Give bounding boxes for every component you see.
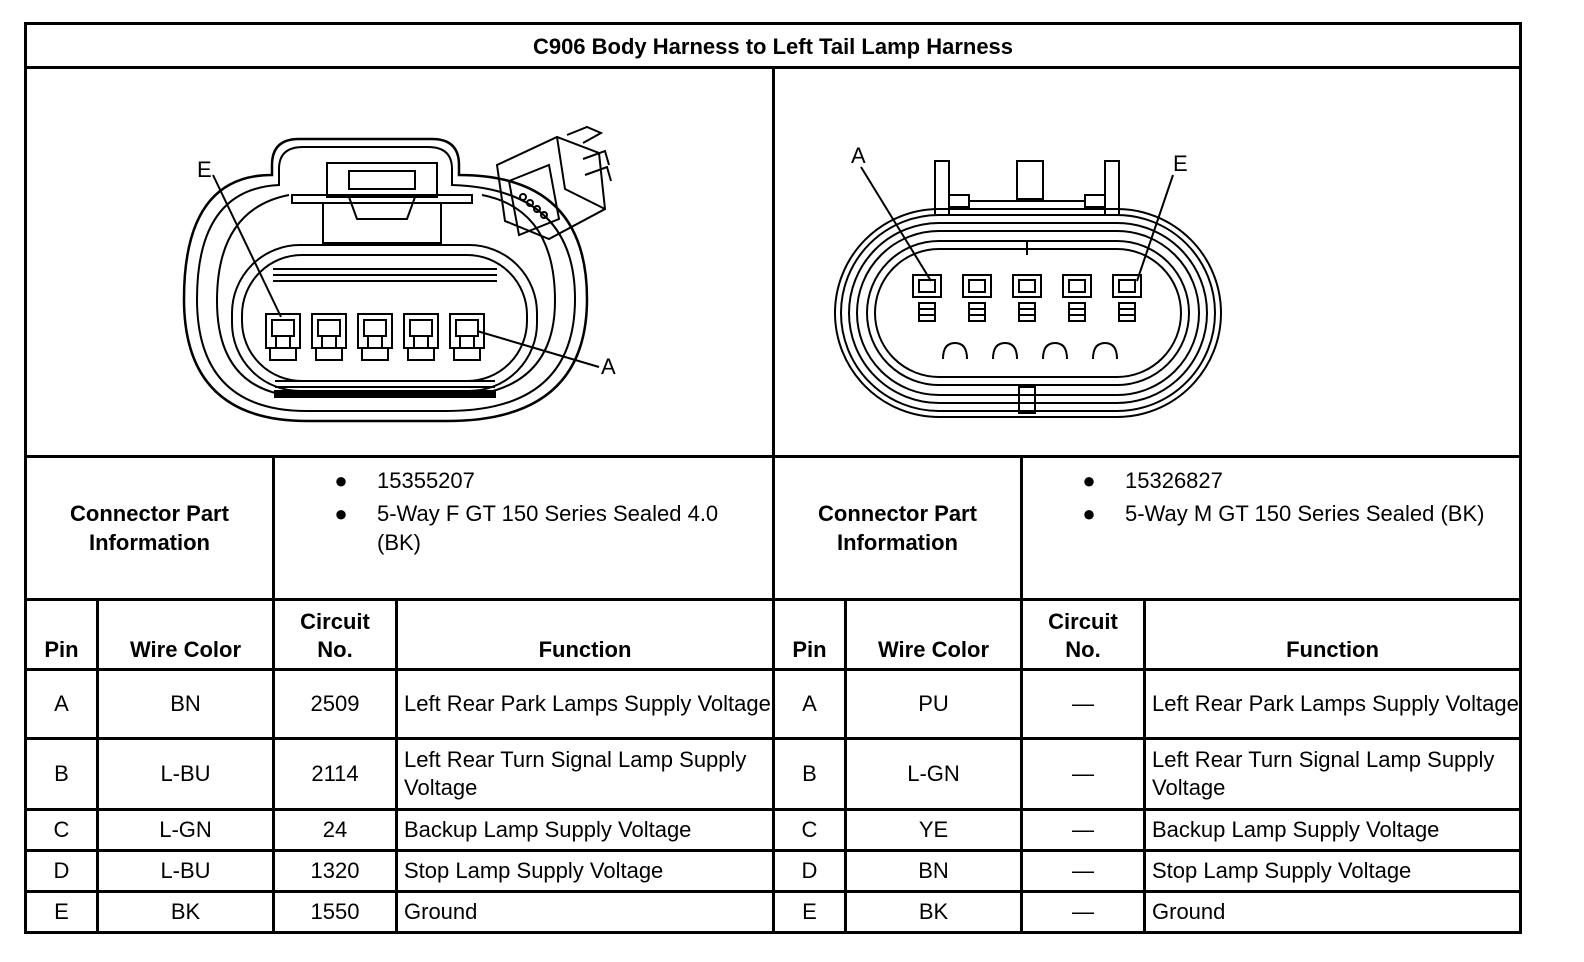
wire-color-cell: L-BU (160, 858, 211, 883)
header-wire-color: Wire Color (129, 637, 242, 662)
divider (1020, 598, 1023, 931)
pin-cell: E (54, 899, 69, 924)
wire-color-cell: L-GN (907, 761, 960, 786)
male-pin-terminals (912, 274, 1142, 322)
function-cell: Stop Lamp Supply Voltage (1152, 858, 1412, 883)
divider (844, 598, 847, 931)
left-pin-label-e: E (197, 157, 212, 182)
function-cell: Stop Lamp Supply Voltage (404, 858, 664, 883)
divider (1143, 598, 1146, 931)
circuit-cell: — (1072, 858, 1094, 883)
pin-cell: C (53, 817, 70, 842)
circuit-cell: 2509 (310, 691, 360, 716)
male-connector-illustration: A E (834, 143, 1222, 418)
divider (272, 598, 275, 931)
function-cell: Left Rear Park Lamps Supply Voltage (404, 691, 771, 716)
wire-color-cell: BN (918, 858, 949, 883)
divider (395, 598, 398, 931)
wire-color-cell: BN (170, 691, 201, 716)
function-cell: Ground (1152, 899, 1226, 924)
bullet-icon: ● (1082, 501, 1096, 526)
pin-cell: A (802, 691, 817, 716)
wire-color-cell: BK (918, 899, 949, 924)
bullet-icon: ● (1082, 468, 1096, 493)
right-pin-label-a: A (851, 143, 866, 168)
right-pin-label-e: E (1173, 151, 1188, 176)
pin-cell: B (54, 761, 69, 786)
pin-cell: A (54, 691, 69, 716)
pin-cell: D (801, 858, 818, 883)
list-item: ●5-Way M GT 150 Series Sealed (BK) (1075, 499, 1515, 528)
pin-cell: C (801, 817, 818, 842)
circuit-cell: 24 (322, 817, 348, 842)
wire-color-cell: PU (918, 691, 949, 716)
divider (96, 598, 99, 931)
wire-color-cell: L-BU (160, 761, 211, 786)
list-item: ●15355207 (327, 466, 767, 495)
left-connector-part-label: Connector Part Information (70, 501, 229, 555)
header-function: Function (1286, 637, 1379, 662)
divider (1020, 455, 1023, 601)
divider (772, 66, 775, 931)
right-part-info-list: ●15326827 ●5-Way M GT 150 Series Sealed … (1075, 466, 1515, 528)
female-connector-illustration: E A (182, 125, 616, 423)
function-cell: Left Rear Turn Signal Lamp Supply Voltag… (404, 747, 747, 800)
wire-color-cell: BK (170, 899, 201, 924)
header-pin: Pin (792, 637, 827, 662)
circuit-cell: 1320 (310, 858, 360, 883)
circuit-cell: — (1072, 761, 1094, 786)
list-item: ●5-Way F GT 150 Series Sealed 4.0 (BK) (327, 499, 767, 557)
header-pin: Pin (44, 637, 79, 662)
function-cell: Left Rear Park Lamps Supply Voltage (1152, 691, 1519, 716)
sheet-title: C906 Body Harness to Left Tail Lamp Harn… (532, 34, 1014, 59)
wire-color-cell: YE (918, 817, 949, 842)
function-cell: Backup Lamp Supply Voltage (1152, 817, 1440, 842)
connector-sheet: C906 Body Harness to Left Tail Lamp Harn… (24, 22, 1522, 934)
pin-cell: D (53, 858, 70, 883)
header-circuit: Circuit No. (1048, 609, 1118, 662)
right-connector-part-label: Connector Part Information (818, 501, 977, 555)
left-part-info-list: ●15355207 ●5-Way F GT 150 Series Sealed … (327, 466, 767, 557)
header-wire-color: Wire Color (877, 637, 990, 662)
function-cell: Backup Lamp Supply Voltage (404, 817, 692, 842)
left-pin-label-a: A (601, 354, 616, 379)
circuit-cell: — (1072, 691, 1094, 716)
pin-cell: E (802, 899, 817, 924)
function-cell: Left Rear Turn Signal Lamp Supply Voltag… (1152, 747, 1495, 800)
circuit-cell: — (1072, 817, 1094, 842)
list-item: ●15326827 (1075, 466, 1515, 495)
wire-color-cell: L-GN (159, 817, 212, 842)
circuit-cell: 2114 (311, 761, 359, 786)
female-pin-cavities (265, 313, 485, 361)
bullet-icon: ● (334, 468, 348, 493)
bullet-icon: ● (334, 501, 348, 526)
function-cell: Ground (404, 899, 478, 924)
header-function: Function (538, 637, 632, 662)
connector-thumbnail (495, 125, 612, 241)
divider (272, 455, 275, 601)
pin-cell: B (802, 761, 817, 786)
header-circuit: Circuit No. (300, 609, 370, 662)
circuit-cell: — (1072, 899, 1094, 924)
circuit-cell: 1550 (310, 899, 360, 924)
